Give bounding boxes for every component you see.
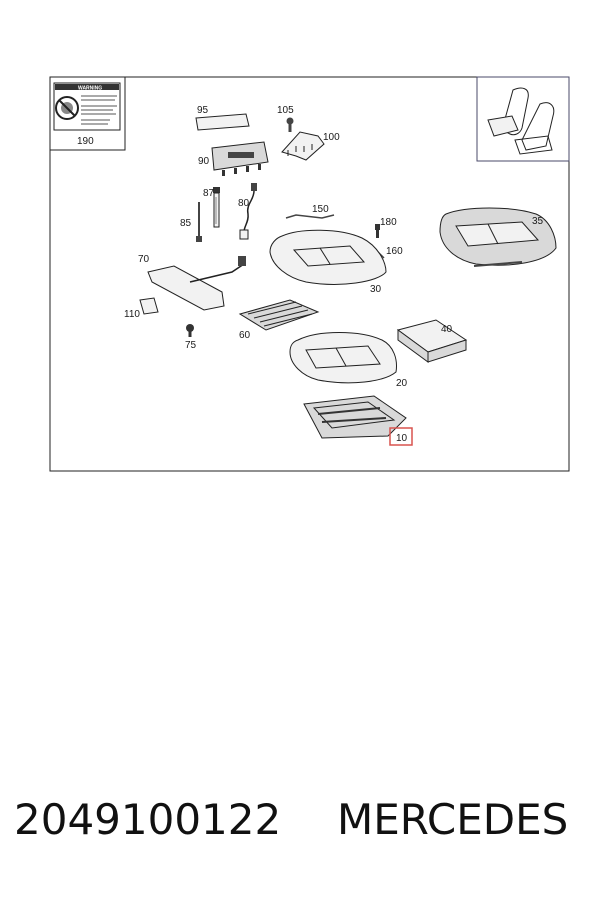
- label-105: 105: [277, 105, 294, 116]
- label-30: 30: [370, 284, 382, 295]
- part-110-clip: [139, 297, 159, 315]
- label-75: 75: [185, 340, 197, 351]
- part-90-switch-pins: [222, 164, 261, 176]
- footer: 2049100122 MERCEDES: [0, 795, 600, 865]
- part-number: 2049100122: [14, 795, 282, 844]
- part-10-seat-frame: [303, 395, 407, 439]
- label-10: 10: [396, 433, 408, 444]
- seat-thumbnail-box: [476, 76, 570, 162]
- label-85: 85: [180, 218, 192, 229]
- part-30-cushion: [269, 229, 387, 285]
- part-70-lever: [147, 256, 246, 311]
- no-child-seat-strike-icon: [58, 99, 76, 117]
- part-40-foam-block: [396, 319, 468, 363]
- label-10-highlight: [389, 427, 413, 446]
- label-180: 180: [380, 217, 397, 228]
- label-20: 20: [396, 378, 408, 389]
- label-95: 95: [197, 105, 209, 116]
- part-100-bracket: [281, 131, 325, 161]
- label-190: 190: [77, 136, 94, 147]
- part-75-screw: [186, 324, 194, 337]
- label-160: 160: [386, 246, 403, 257]
- seat-thumbnail-icon: [487, 87, 555, 155]
- label-90: 90: [198, 156, 210, 167]
- part-80-cable: [239, 183, 257, 240]
- part-20-cushion: [289, 332, 397, 384]
- label-110: 110: [124, 309, 140, 320]
- brand-name: MERCEDES: [337, 795, 569, 844]
- part-60-spring-mat: [238, 299, 320, 331]
- part-95-trim: [195, 113, 250, 131]
- warning-title-text: WARNING: [78, 86, 102, 92]
- part-100-bracket-teeth: [287, 144, 313, 156]
- part-85-rod: [196, 202, 202, 242]
- label-40: 40: [441, 324, 453, 335]
- label-35: 35: [532, 216, 544, 227]
- label-150: 150: [312, 204, 329, 215]
- label-60: 60: [239, 330, 251, 341]
- warning-header-bar: [55, 84, 119, 90]
- label-100: 100: [323, 132, 340, 143]
- part-150-wire: [285, 214, 335, 219]
- label-87: 87: [203, 188, 215, 199]
- warning-text-lines: [81, 95, 117, 125]
- label-80: 80: [238, 198, 250, 209]
- label-70: 70: [138, 254, 150, 265]
- part-90-switch-slot: [228, 152, 254, 158]
- part-105-screw: [286, 117, 294, 132]
- part-180-clip: [375, 224, 380, 238]
- part-35-cushion-cover: [439, 207, 557, 267]
- part-87-sensor: [213, 187, 220, 228]
